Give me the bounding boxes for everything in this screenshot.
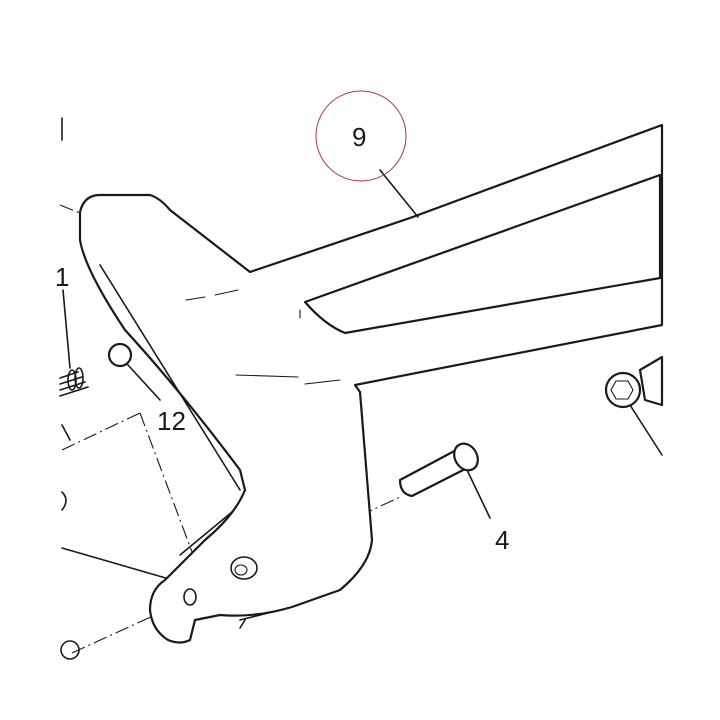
spring-icon (59, 367, 89, 397)
frame-bracket (78, 123, 664, 644)
left-partial-parts (60, 117, 80, 660)
callout-label-9: 9 (352, 122, 366, 152)
callout-highlight-circle (315, 90, 407, 182)
bolt-icon (604, 355, 664, 409)
pin-icon (398, 442, 479, 498)
mount-hole-upper (230, 556, 258, 580)
callout-label-12: 12 (157, 406, 186, 436)
callout-label-4: 4 (495, 525, 509, 555)
callout-label-1: 1 (55, 262, 69, 292)
ball-icon (107, 342, 133, 368)
mount-hole-lower (183, 588, 197, 606)
leader-lines (62, 169, 663, 519)
